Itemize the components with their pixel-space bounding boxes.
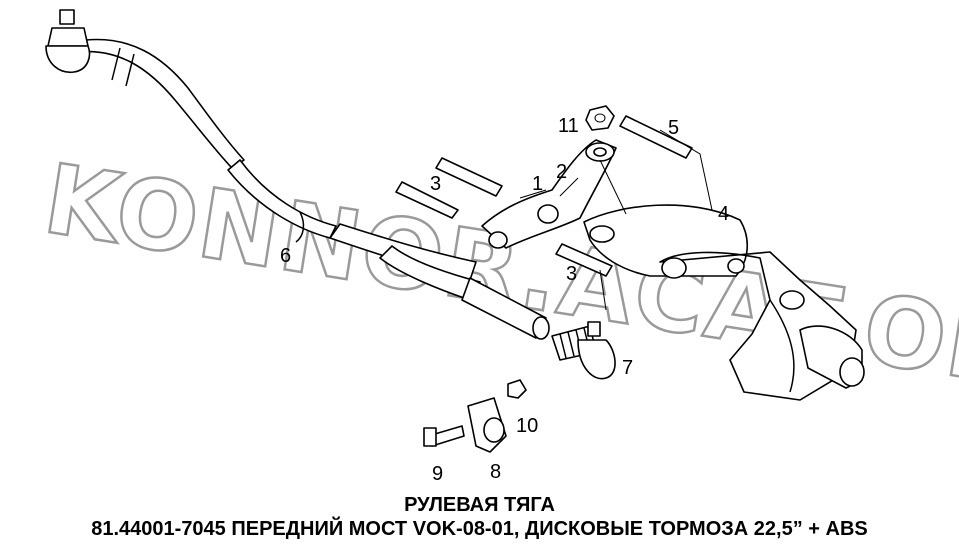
callout-11: 11 [558,115,579,137]
callout-10: 10 [516,415,538,437]
bolts [395,115,693,447]
callout-5: 5 [668,117,679,139]
nut-11 [585,105,615,131]
diagram-title: РУЛЕВАЯ ТЯГА [404,494,555,516]
ball-joint-upper [45,9,91,73]
callout-9: 9 [432,463,443,485]
callout-3b: 3 [566,263,577,285]
ball-joint-lower [551,321,616,380]
clamp-8 [467,397,507,453]
knuckle-bracket [583,204,865,401]
callout-3a: 3 [430,173,441,195]
callout-8: 8 [490,461,501,483]
leader-lines [519,129,713,311]
callout-4: 4 [718,203,729,225]
callout-1: 1 [532,173,543,195]
diagram-subtitle: 81.44001-7045 ПЕРЕДНИЙ МОСТ VOK-08-01, Д… [91,518,868,540]
steering-arm [481,139,617,249]
callout-7: 7 [622,357,633,379]
callout-6: 6 [280,245,291,267]
callouts: 1 2 3 3 4 5 6 7 8 9 10 11 [280,115,729,485]
tie-rod-upper [77,38,337,243]
nut-10 [507,379,527,399]
tie-rod-lower [329,223,550,340]
callout-2: 2 [556,161,567,183]
